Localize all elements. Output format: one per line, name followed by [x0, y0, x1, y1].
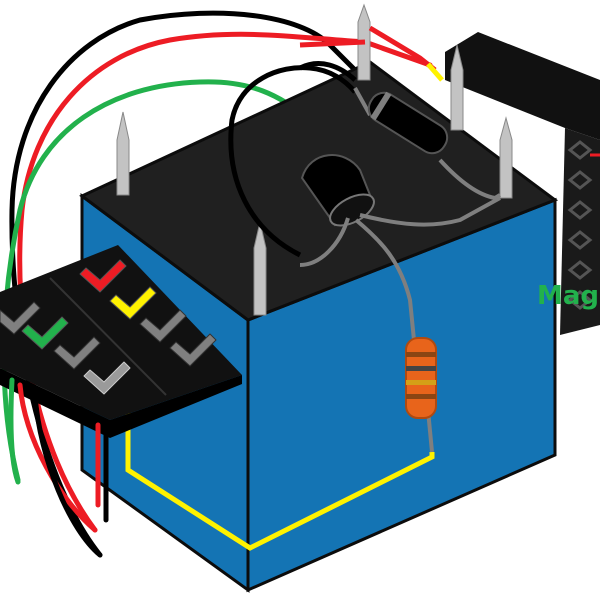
slot-green	[21, 316, 69, 350]
slot-gray-2	[169, 333, 217, 367]
pin-right	[499, 116, 513, 199]
resistor-band-1	[406, 352, 436, 357]
wire-black-down	[32, 392, 103, 558]
slot-gray-5	[83, 361, 131, 395]
wire-red-top	[299, 39, 366, 48]
pin-left	[116, 111, 130, 196]
resistor-band-2	[406, 366, 436, 371]
slot-red	[79, 259, 127, 293]
resistor-band-4	[406, 394, 436, 399]
wire-red-down	[17, 382, 98, 533]
terminal-block-left	[0, 368, 110, 438]
slot-yellow	[109, 286, 157, 320]
slot-gray-1	[139, 309, 187, 343]
diode-lead-left	[353, 87, 372, 116]
resistor	[405, 337, 437, 453]
wire-black-loop-2	[298, 61, 357, 82]
terminal-block-front	[110, 375, 242, 438]
terminal-slots	[0, 259, 217, 395]
side-block-top	[445, 32, 600, 140]
wire-green-down	[8, 377, 21, 485]
slot-gray-4	[53, 336, 101, 370]
transistor	[299, 154, 501, 341]
side-label: Mag	[537, 281, 599, 311]
transistor-lead-3	[354, 218, 416, 341]
diode-lead-right	[438, 158, 502, 201]
pin-right-back	[450, 44, 464, 131]
side-block-grill	[567, 140, 593, 310]
side-block	[445, 32, 600, 335]
resistor-band-3	[406, 380, 436, 385]
transistor-lead-2	[359, 196, 501, 227]
terminal-block	[0, 245, 242, 438]
wire-black-loop	[228, 65, 357, 258]
slot-gray-3	[0, 301, 41, 335]
transistor-lead-1	[299, 217, 350, 267]
diode	[353, 87, 502, 201]
wires-front	[8, 377, 109, 558]
diode-body	[367, 91, 449, 155]
diode-band	[370, 91, 392, 121]
wire-yellow-tip	[426, 62, 444, 82]
resistor-body	[405, 337, 437, 419]
